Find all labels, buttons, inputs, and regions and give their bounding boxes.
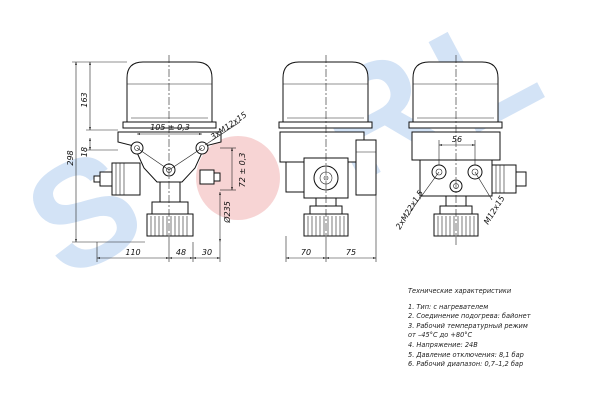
dim-width-right: 30 — [202, 248, 212, 257]
specifications-block: Технические характеристики 1. Тип: с наг… — [408, 287, 598, 370]
specifications-title: Технические характеристики — [408, 287, 512, 295]
front-heater — [146, 213, 194, 237]
spec-item: 4. Напряжение: 24В — [408, 340, 478, 349]
dim-thread-side: M12х15 — [482, 194, 507, 226]
dim-height-upper: 163 — [80, 92, 89, 107]
dim-side-w2: 75 — [346, 248, 356, 257]
dimension-lines — [72, 61, 493, 262]
side-view — [278, 55, 377, 245]
dim-width-left: 110 — [125, 248, 140, 257]
spec-item: 5. Давление отключения: 8,1 бар — [408, 350, 524, 359]
dim-width-mid: 48 — [176, 248, 186, 257]
rear-view — [408, 55, 527, 245]
spec-item: 6. Рабочий диапазон: 0,7–1,2 бар — [408, 360, 524, 369]
dim-span-mounting: 105 ± 0,3 — [150, 123, 190, 132]
dim-side-w1: 70 — [301, 248, 311, 257]
dim-diameter: Ø235 — [222, 201, 232, 224]
dim-rear-width: 56 — [452, 135, 462, 144]
spec-item: 1. Тип: с нагревателем — [408, 302, 489, 311]
dim-height-total: 298 — [66, 150, 75, 165]
watermark-circle — [196, 136, 280, 220]
spec-item: от –45°С до +80°С — [408, 331, 473, 340]
spec-item: 3. Рабочий температурный режим — [408, 321, 528, 330]
spec-item: 2. Соединение подогрева: байонет — [408, 312, 531, 321]
dim-height-small: 18 — [80, 147, 89, 157]
dim-height-ports: 72 ± 0,3 — [238, 153, 247, 188]
front-body — [117, 131, 222, 183]
rear-cartridge — [412, 61, 499, 123]
side-cartridge — [282, 61, 369, 123]
front-view — [93, 55, 222, 245]
front-cartridge — [126, 61, 213, 123]
